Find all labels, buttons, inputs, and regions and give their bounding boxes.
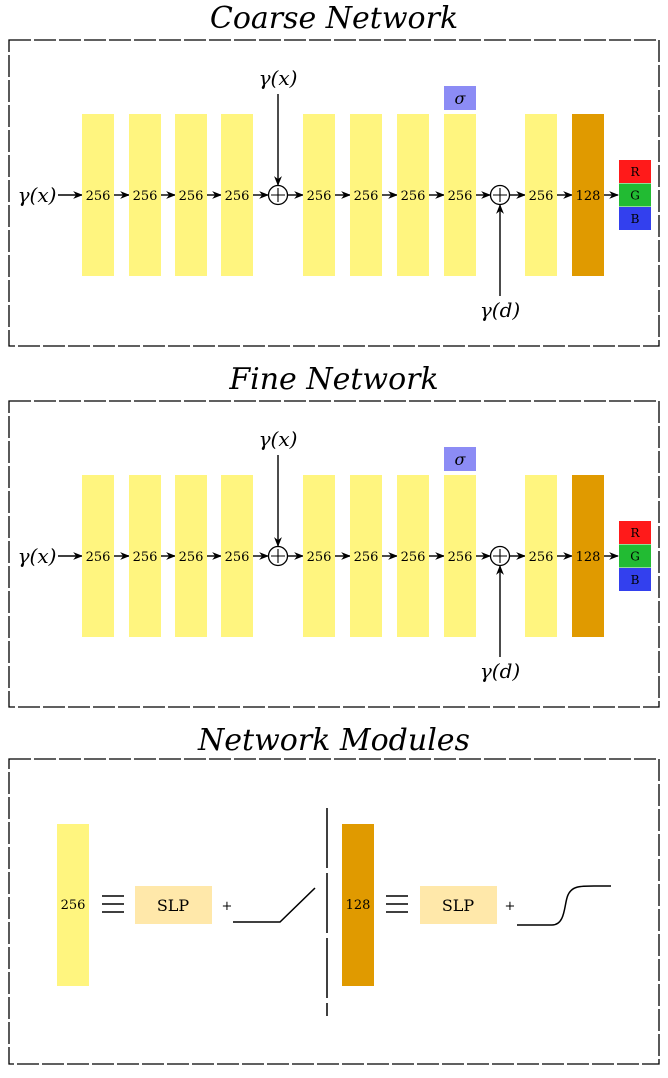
- coarse-layer-8: [444, 114, 476, 276]
- coarse-layer-10: [572, 114, 604, 276]
- fine-output-g-box: [619, 544, 651, 568]
- coarse-layer-3-label: 256: [179, 189, 204, 204]
- equivalence-symbol-left: [102, 895, 124, 913]
- fine-layer-6: [350, 475, 382, 637]
- coarse-output-r-label: R: [630, 165, 640, 179]
- modules-panel: Network Modules 256 SLP + 128 SLP +: [8, 723, 660, 1065]
- coarse-layer-2: [129, 114, 161, 276]
- coarse-output-r-box: [619, 160, 651, 183]
- coarse-output-g-box: [619, 183, 651, 207]
- coarse-input-label: γ(x): [18, 183, 57, 207]
- fine-layer-3: [175, 475, 207, 637]
- relu-curve-icon: [233, 887, 316, 923]
- coarse-layer-7-label: 256: [401, 189, 426, 204]
- coarse-dir-plus-icon: [493, 188, 507, 202]
- coarse-layer-9: [525, 114, 557, 276]
- coarse-frame: [8, 39, 660, 347]
- fine-output-b-box: [619, 568, 651, 591]
- fine-output-r-label: R: [630, 526, 640, 540]
- fine-layer-2-label: 256: [133, 550, 158, 565]
- coarse-layer-5: [303, 114, 335, 276]
- equivalence-symbol-right: [386, 895, 408, 913]
- fine-layer-7-label: 256: [401, 550, 426, 565]
- fine-layer-1-label: 256: [86, 550, 111, 565]
- coarse-layer-4: [221, 114, 253, 276]
- coarse-sigma-box: [444, 86, 476, 110]
- coarse-layer-6-label: 256: [354, 189, 379, 204]
- coarse-skip-label: γ(x): [259, 66, 298, 90]
- coarse-output-g-label: G: [630, 189, 640, 203]
- modules-frame: [8, 758, 660, 1065]
- fine-layer-7: [397, 475, 429, 637]
- modules-title: Network Modules: [197, 723, 470, 758]
- plus-sign-right: +: [505, 899, 516, 914]
- fine-title: Fine Network: [228, 362, 438, 397]
- coarse-sigma-label: σ: [455, 89, 467, 108]
- coarse-skip-plus-icon: [271, 188, 285, 202]
- fine-frame: [8, 400, 660, 708]
- fine-layer-6-label: 256: [354, 550, 379, 565]
- fine-layer-9-label: 256: [529, 550, 554, 565]
- fine-layer-1: [82, 475, 114, 637]
- fine-dir-plus-icon: [493, 549, 507, 563]
- coarse-layer-4-label: 256: [225, 189, 250, 204]
- fine-sigma-box: [444, 447, 476, 471]
- fine-layer-10: [572, 475, 604, 637]
- coarse-layer-6: [350, 114, 382, 276]
- module-128-block: [342, 824, 374, 986]
- coarse-layer-1-label: 256: [86, 189, 111, 204]
- coarse-layer-10-label: 128: [576, 189, 601, 204]
- fine-layer-8: [444, 475, 476, 637]
- coarse-layer-8-label: 256: [448, 189, 473, 204]
- fine-layer-4: [221, 475, 253, 637]
- module-256-block: [57, 824, 89, 986]
- fine-layer-5-label: 256: [307, 550, 332, 565]
- coarse-layer-9-label: 256: [529, 189, 554, 204]
- coarse-layer-7: [397, 114, 429, 276]
- fine-layer-5: [303, 475, 335, 637]
- fine-layer-2: [129, 475, 161, 637]
- fine-layer-10-label: 128: [576, 550, 601, 565]
- fine-input-label: γ(x): [18, 544, 57, 568]
- fine-output-b-label: B: [631, 573, 640, 587]
- coarse-layer-2-label: 256: [133, 189, 158, 204]
- module-256-label: 256: [61, 898, 86, 913]
- coarse-layer-1: [82, 114, 114, 276]
- fine-sigma-label: σ: [455, 450, 467, 469]
- fine-layer-8-label: 256: [448, 550, 473, 565]
- slp-block-right: [420, 886, 497, 924]
- coarse-layer-3: [175, 114, 207, 276]
- fine-layer-3-label: 256: [179, 550, 204, 565]
- fine-network-panel: Fine Network γ(x) 256 256 256 256 256 256 256 256…: [8, 362, 660, 708]
- plus-sign-left: +: [222, 899, 233, 914]
- fine-dir-label: γ(d): [480, 659, 520, 683]
- module-128-label: 128: [346, 898, 371, 913]
- coarse-output-b-label: B: [631, 212, 640, 226]
- coarse-output-b-box: [619, 207, 651, 230]
- slp-block-left: [135, 886, 212, 924]
- coarse-dir-label: γ(d): [480, 298, 520, 322]
- fine-output-g-label: G: [630, 550, 640, 564]
- fine-layer-9: [525, 475, 557, 637]
- coarse-title: Coarse Network: [210, 1, 458, 36]
- coarse-layer-5-label: 256: [307, 189, 332, 204]
- fine-layer-4-label: 256: [225, 550, 250, 565]
- slp-label-left: SLP: [157, 896, 190, 915]
- fine-skip-label: γ(x): [259, 427, 298, 451]
- fine-skip-plus-icon: [271, 549, 285, 563]
- sigmoid-curve-icon: [517, 885, 611, 926]
- coarse-network-panel: Coarse Network γ(x) 256 256 256 256 256 256 256 2…: [8, 1, 660, 347]
- slp-label-right: SLP: [442, 896, 475, 915]
- fine-output-r-box: [619, 521, 651, 544]
